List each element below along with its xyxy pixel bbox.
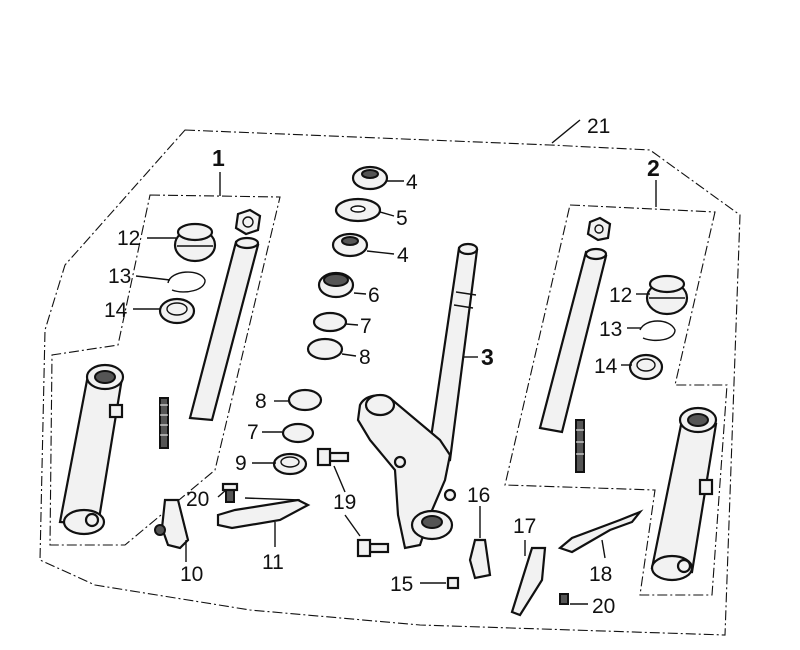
left-inner-tube — [188, 208, 262, 422]
right-inner-tube — [538, 216, 612, 434]
callout-6: 6 — [368, 284, 380, 307]
callout-14-right: 14 — [594, 355, 618, 378]
bolt-20-right — [559, 593, 569, 605]
hose-guide-11 — [216, 497, 311, 530]
callout-16: 16 — [467, 484, 490, 507]
callout-1: 1 — [212, 145, 225, 171]
adjusting-nut — [331, 232, 369, 258]
callout-4-top: 4 — [406, 171, 418, 194]
callout-21: 21 — [587, 115, 610, 138]
right-fork-group-outline — [504, 204, 728, 596]
callout-11: 11 — [262, 551, 284, 574]
leader-lines — [133, 119, 657, 605]
ball-race-lower — [272, 452, 308, 476]
left-fork-slider — [58, 363, 125, 536]
bolt-19-lower — [356, 538, 390, 558]
ball-race-cone-upper — [306, 337, 344, 361]
left-circlip — [167, 271, 206, 293]
top-lock-nut — [351, 165, 389, 191]
callout-13-left: 13 — [108, 265, 131, 288]
right-fork-spring — [575, 419, 585, 473]
bolt-15 — [446, 576, 460, 590]
steering-stem — [356, 242, 479, 550]
callout-9: 9 — [235, 452, 247, 475]
callout-17: 17 — [513, 515, 536, 538]
left-dust-seal — [173, 222, 217, 263]
bracket-16 — [468, 538, 492, 580]
right-oil-seal — [628, 353, 664, 381]
lock-washer — [334, 197, 382, 223]
right-circlip — [639, 320, 676, 342]
bracket-10 — [154, 498, 190, 550]
left-oil-seal — [158, 297, 196, 325]
ball-race-upper — [317, 271, 355, 299]
callout-14-left: 14 — [104, 299, 128, 322]
assembly-outline-21 — [39, 129, 741, 636]
callout-10: 10 — [180, 563, 203, 586]
bolt-20-left — [221, 482, 239, 503]
callout-8-upper: 8 — [359, 346, 371, 369]
left-fork-spring — [159, 397, 169, 449]
right-dust-seal — [645, 274, 689, 316]
callout-7-upper: 7 — [360, 315, 372, 338]
hose-guide-18 — [557, 509, 644, 554]
callout-8-lower: 8 — [255, 390, 267, 413]
callout-20-left: 20 — [186, 488, 209, 511]
callout-2: 2 — [647, 155, 660, 181]
callout-12-right: 12 — [609, 284, 632, 307]
steel-ball-lower — [281, 422, 315, 444]
ball-race-cone-lower — [287, 388, 323, 412]
callout-5: 5 — [396, 207, 408, 230]
callout-20-right: 20 — [592, 595, 615, 618]
bolt-19-upper — [316, 447, 350, 467]
callout-18: 18 — [589, 563, 612, 586]
callout-15: 15 — [390, 573, 413, 596]
callout-3: 3 — [481, 344, 494, 370]
bracket-17 — [510, 546, 547, 617]
steel-ball-upper — [312, 311, 348, 333]
left-fork-group-outline — [49, 194, 281, 546]
callout-12-left: 12 — [117, 227, 140, 250]
callout-4-lower: 4 — [397, 244, 409, 267]
callout-19: 19 — [333, 491, 356, 514]
callout-13-right: 13 — [599, 318, 622, 341]
callout-7-lower: 7 — [247, 421, 259, 444]
right-fork-slider — [650, 406, 718, 582]
